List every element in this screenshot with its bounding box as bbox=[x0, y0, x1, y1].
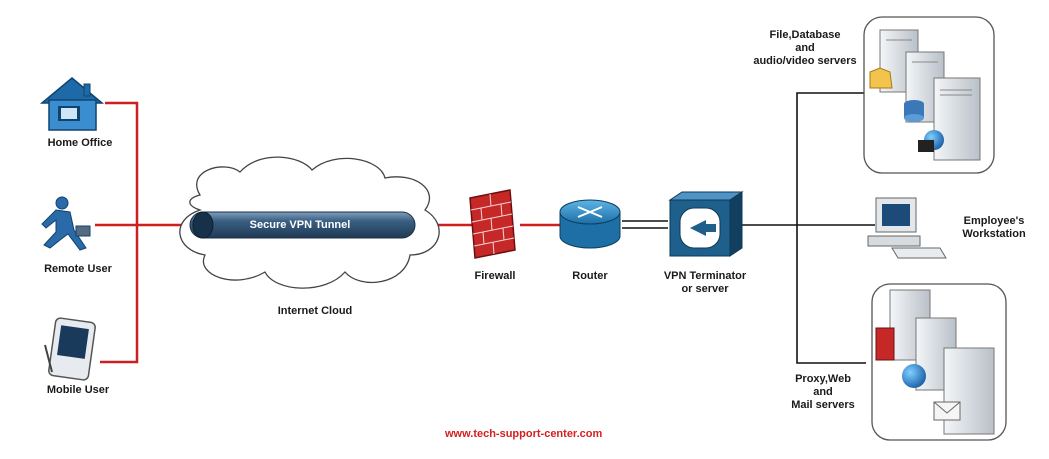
router-vpn-link bbox=[622, 220, 668, 229]
remote-user-label: Remote User bbox=[44, 263, 112, 275]
firewall-icon bbox=[469, 189, 516, 259]
remote-user-icon bbox=[41, 196, 91, 251]
internet-cloud-label: Internet Cloud bbox=[277, 305, 353, 317]
firewall-label: Firewall bbox=[474, 270, 516, 282]
vpn-terminator-label: VPN Terminator or server bbox=[663, 270, 747, 295]
vpn-tunnel-label: Secure VPN Tunnel bbox=[249, 219, 351, 231]
proxy-web-mail-servers-label: Proxy,Web and Mail servers bbox=[791, 373, 855, 411]
mobile-user-icon bbox=[44, 317, 96, 381]
vpn-tunnel bbox=[189, 211, 416, 239]
employee-workstation-icon bbox=[867, 197, 947, 259]
server-links bbox=[740, 92, 875, 364]
home-office-label: Home Office bbox=[47, 137, 113, 149]
mobile-user-label: Mobile User bbox=[46, 384, 110, 396]
employee-workstation-label: Employee's Workstation bbox=[962, 215, 1026, 240]
file-database-servers-group bbox=[863, 16, 995, 174]
router-icon bbox=[559, 199, 621, 249]
file-database-servers-label: File,Database and audio/video servers bbox=[753, 29, 857, 67]
proxy-web-mail-servers-group bbox=[871, 283, 1007, 441]
footer-website-url: www.tech-support-center.com bbox=[445, 428, 603, 440]
vpn-terminator-icon bbox=[668, 191, 744, 257]
router-label: Router bbox=[572, 270, 608, 282]
home-office-icon bbox=[39, 77, 105, 131]
